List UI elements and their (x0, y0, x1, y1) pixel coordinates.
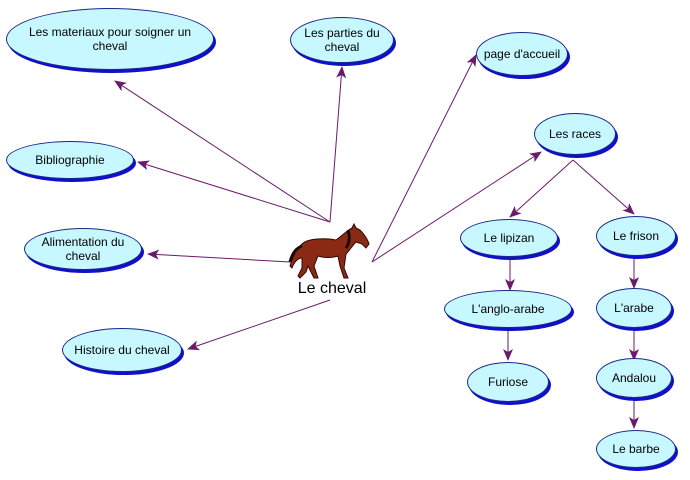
edge-center-races (371, 151, 542, 263)
node-biblio[interactable]: Bibliographie (6, 141, 134, 179)
node-races[interactable]: Les races (534, 113, 616, 155)
node-races-label: Les races (548, 127, 602, 141)
node-anglo-label: L'anglo-arabe (471, 302, 545, 316)
node-accueil[interactable]: page d'accueil (476, 32, 568, 76)
edge-center-materiaux (114, 80, 331, 223)
node-alimentation-label: Alimentation du cheval (41, 235, 125, 263)
node-anglo[interactable]: L'anglo-arabe (444, 290, 572, 328)
node-parties[interactable]: Les parties du cheval (290, 17, 394, 63)
node-histoire[interactable]: Histoire du cheval (62, 328, 182, 372)
edge-center-biblio (137, 160, 331, 223)
node-barbe[interactable]: Le barbe (596, 430, 676, 468)
horse-icon (288, 222, 370, 279)
node-alimentation[interactable]: Alimentation du cheval (24, 228, 142, 270)
edge-races-frison (572, 159, 635, 215)
node-andalou-label: Andalou (611, 371, 657, 385)
edge-center-histoire (187, 299, 331, 351)
node-arabe-label: L'arabe (614, 301, 654, 315)
edge-center-parties (329, 66, 347, 223)
node-accueil-label: page d'accueil (483, 47, 561, 61)
node-biblio-label: Bibliographie (35, 153, 105, 167)
edge-center-accueil (371, 54, 477, 263)
node-parties-label: Les parties du cheval (304, 26, 380, 54)
center-node-label: Le cheval (297, 280, 367, 297)
node-barbe-label: Le barbe (612, 442, 660, 456)
node-furiose-label: Furiose (487, 375, 528, 389)
node-furiose[interactable]: Furiose (467, 362, 549, 402)
node-materiaux[interactable]: Les materiaux pour soigner un cheval (6, 8, 214, 70)
node-histoire-label: Histoire du cheval (74, 343, 170, 357)
edge-races-lipizan (509, 159, 574, 218)
node-lipizan-label: Le lipizan (483, 231, 535, 245)
node-arabe[interactable]: L'arabe (596, 288, 672, 328)
edge-center-alimentation (147, 249, 291, 263)
node-andalou[interactable]: Andalou (596, 358, 672, 398)
node-materiaux-label: Les materiaux pour soigner un cheval (28, 25, 192, 53)
node-lipizan[interactable]: Le lipizan (460, 219, 558, 257)
node-frison-label: Le frison (612, 229, 660, 243)
node-frison[interactable]: Le frison (596, 216, 676, 256)
